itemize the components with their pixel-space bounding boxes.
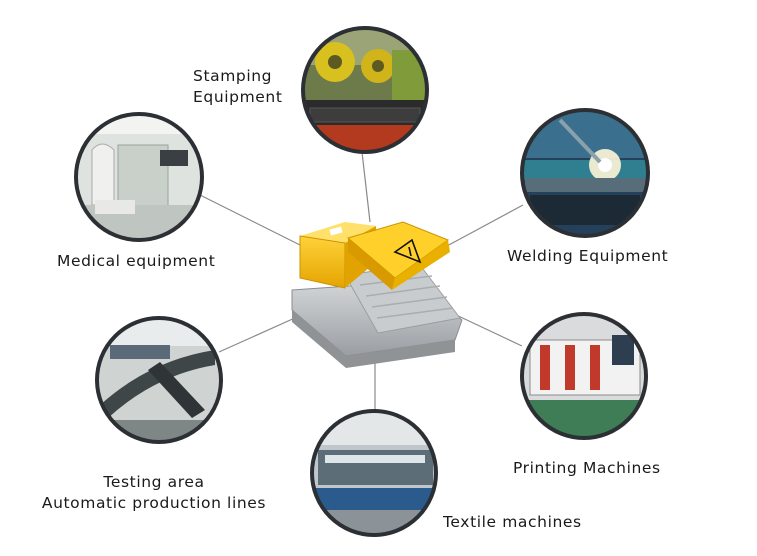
connector-testing xyxy=(218,312,307,353)
label-textile: Textile machines xyxy=(443,513,582,531)
label-printing: Printing Machines xyxy=(513,459,661,477)
connector-stamping xyxy=(361,151,371,223)
connector-welding xyxy=(446,204,524,247)
medical-equipment-photo-icon xyxy=(74,112,204,242)
connector-medical xyxy=(199,194,301,246)
connectors xyxy=(199,151,524,412)
connector-printing xyxy=(451,312,523,347)
foot-pedal-switch-icon xyxy=(291,221,463,368)
conveyor-line-photo-icon xyxy=(95,316,223,444)
label-welding: Welding Equipment xyxy=(507,247,669,265)
textile-machine-photo-icon xyxy=(310,409,438,537)
label-stamping: Stamping Equipment xyxy=(193,67,283,106)
label-medical: Medical equipment xyxy=(57,252,216,270)
printing-machine-photo-icon xyxy=(520,312,648,440)
stamping-press-photo-icon xyxy=(301,26,429,154)
welding-photo-icon xyxy=(520,108,650,238)
label-testing: Testing area Automatic production lines xyxy=(41,473,267,512)
